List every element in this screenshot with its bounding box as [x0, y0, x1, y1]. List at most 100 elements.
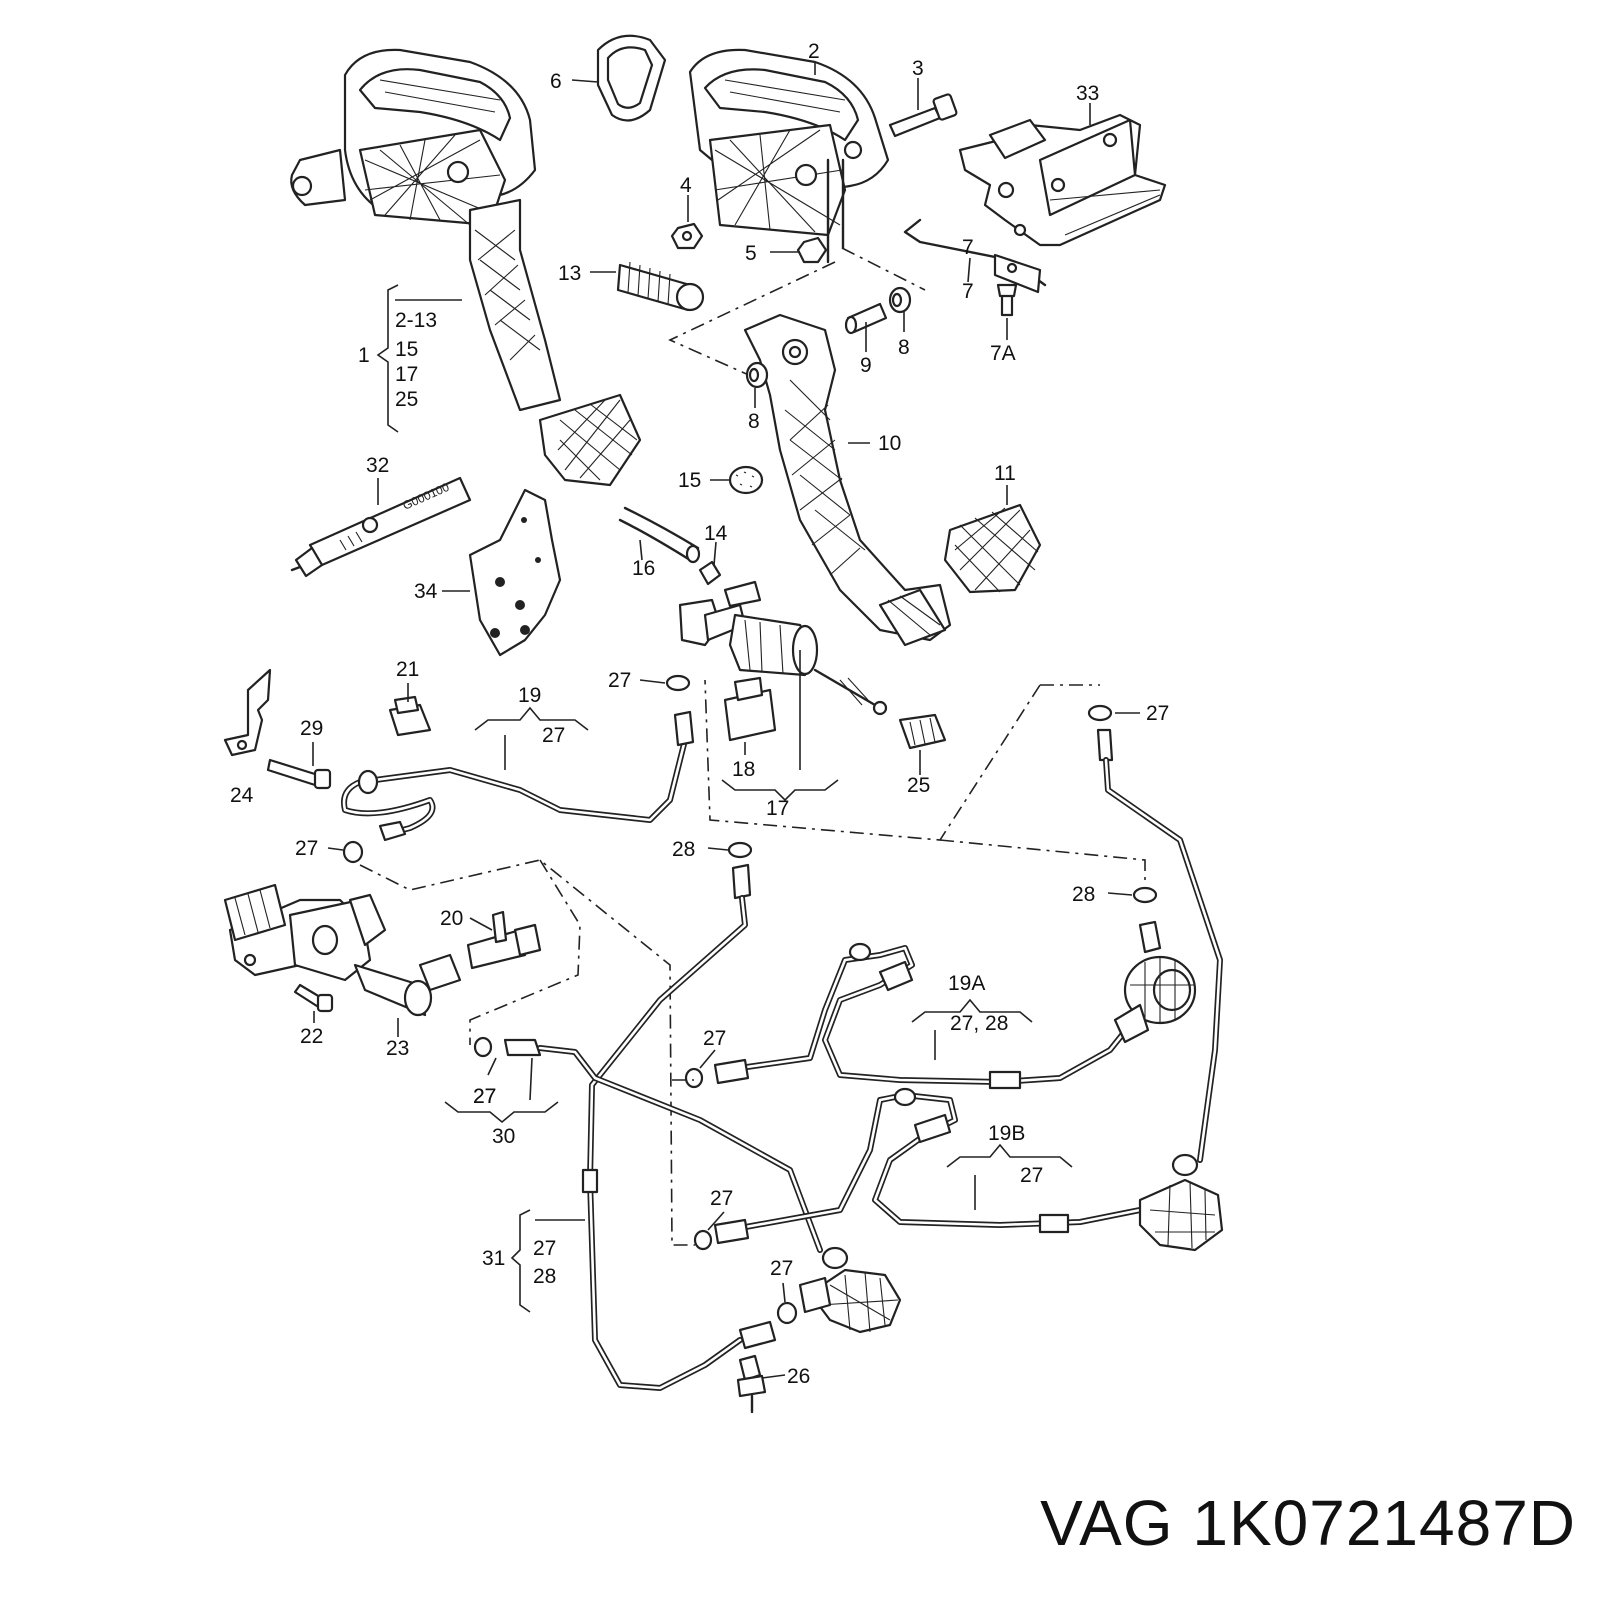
master-cylinder-17 — [678, 580, 888, 716]
group-31-b: 28 — [533, 1265, 556, 1288]
pedal-bracket-right — [688, 48, 890, 264]
callout-34: 34 — [414, 580, 438, 603]
pipe-19 — [341, 710, 695, 842]
o-ring-27b — [342, 840, 364, 864]
spring-13 — [616, 261, 705, 312]
mount-33 — [958, 113, 1167, 247]
callout-26: 26 — [787, 1365, 810, 1388]
callout-8b: 8 — [748, 410, 760, 433]
callout-27g: 27 — [770, 1257, 793, 1280]
callout-15: 15 — [678, 469, 701, 492]
callout-19B: 19B — [988, 1122, 1025, 1145]
group-1-d: 25 — [395, 388, 418, 411]
callout-7A: 7A — [990, 342, 1016, 365]
dash-route-2 — [939, 839, 1146, 880]
bolt-3 — [888, 93, 958, 138]
bolt-22 — [293, 983, 334, 1013]
callout-5: 5 — [745, 242, 757, 265]
group-19-a: 27 — [542, 724, 565, 747]
switch-25 — [898, 713, 947, 750]
callout-27f: 27 — [710, 1187, 733, 1210]
callout-31: 31 — [482, 1247, 505, 1270]
t-piece-20 — [466, 910, 542, 970]
clip-21 — [388, 695, 432, 737]
callout-16: 16 — [632, 557, 655, 580]
dash-route-1 — [704, 679, 1100, 841]
callout-labels: 2 3 6 33 4 5 13 7 7 7A 8 9 8 10 11 15 1 … — [230, 40, 1169, 1388]
o-ring-27g — [776, 1301, 798, 1325]
nut-4 — [670, 222, 704, 250]
callout-27b: 27 — [295, 837, 318, 860]
callout-10: 10 — [878, 432, 901, 455]
callout-7a: 7 — [962, 236, 974, 259]
slave-cylinder-bottom — [798, 1246, 902, 1334]
dash-route-4 — [469, 859, 581, 1045]
callout-2: 2 — [808, 40, 820, 63]
callout-22: 22 — [300, 1025, 323, 1048]
pipe-31 — [581, 863, 777, 1391]
callout-1: 1 — [358, 344, 370, 367]
cylinder-23 — [223, 883, 462, 1017]
group-1-a: 2-13 — [395, 309, 437, 332]
o-ring-28b — [1132, 886, 1158, 904]
callout-29: 29 — [300, 717, 323, 740]
grease-tube-32 — [290, 476, 472, 578]
o-ring-27d — [473, 1036, 493, 1058]
callout-27a: 27 — [608, 669, 631, 692]
callout-32: 32 — [366, 454, 389, 477]
bush-8b — [745, 361, 769, 389]
pedal-pad-11 — [943, 503, 1042, 594]
callout-9: 9 — [860, 354, 872, 377]
group-1-c: 17 — [395, 363, 418, 386]
o-ring-27a — [665, 674, 691, 692]
callout-33: 33 — [1076, 82, 1099, 105]
callout-24: 24 — [230, 784, 254, 807]
callout-30: 30 — [492, 1125, 515, 1148]
hose-16 — [618, 506, 701, 564]
group-1-b: 15 — [395, 338, 418, 361]
dash-link-pedal-2 — [841, 247, 926, 291]
callout-27d: 27 — [473, 1085, 496, 1108]
callout-6: 6 — [550, 70, 562, 93]
callout-27e: 27 — [703, 1027, 726, 1050]
bolt-29 — [266, 758, 332, 790]
dash-route-3 — [359, 859, 695, 1246]
callout-27c: 27 — [1146, 702, 1169, 725]
o-ring-27e — [684, 1067, 704, 1089]
bush-8a — [888, 286, 912, 314]
callout-23: 23 — [386, 1037, 409, 1060]
pedal-assembly-left — [290, 48, 642, 487]
bumper-15 — [728, 465, 764, 495]
callout-28a: 28 — [672, 838, 695, 861]
gasket-6 — [596, 34, 667, 122]
slave-cylinder-19B — [1138, 1153, 1224, 1252]
part-number: 1K0721487D — [1192, 1487, 1576, 1559]
clutch-pedal-10 — [743, 313, 952, 647]
callout-14: 14 — [704, 522, 728, 545]
clip-14 — [698, 560, 722, 586]
slave-cylinder-19A — [1113, 920, 1197, 1044]
bleeder-26 — [736, 1354, 767, 1414]
pin-9 — [844, 302, 888, 335]
o-ring-28a — [727, 841, 753, 859]
part-code: VAG 1K0721487D — [1040, 1486, 1576, 1560]
callout-4: 4 — [680, 174, 692, 197]
callout-13: 13 — [558, 262, 581, 285]
brand-label: VAG — [1040, 1487, 1174, 1559]
callout-3: 3 — [912, 57, 924, 80]
group-30-a: 27 — [473, 1085, 496, 1108]
switch-18 — [723, 676, 777, 742]
group-19A-a: 27, 28 — [950, 1012, 1008, 1035]
pipe-19B — [713, 1087, 1143, 1245]
bracket-7 — [903, 218, 1047, 294]
bracket-plate-34 — [468, 488, 562, 657]
callout-18: 18 — [732, 758, 755, 781]
callout-19A: 19A — [948, 972, 985, 995]
group-brackets — [376, 284, 1073, 1313]
callout-25: 25 — [907, 774, 930, 797]
pipe-right — [1096, 728, 1223, 1163]
callout-19: 19 — [518, 684, 541, 707]
callout-28b: 28 — [1072, 883, 1095, 906]
group-19B-a: 27 — [1020, 1164, 1043, 1187]
